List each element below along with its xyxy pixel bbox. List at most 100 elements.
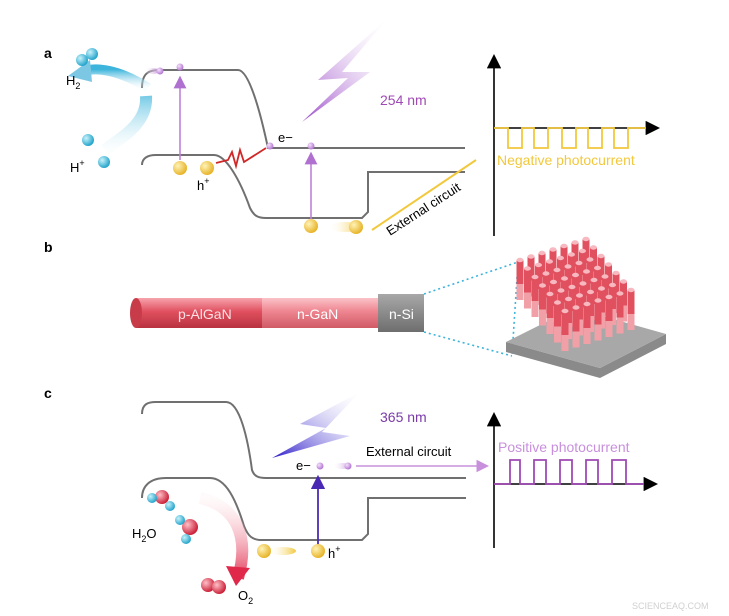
nanowire-rod-cap (572, 272, 579, 278)
nanowire-rod-base (516, 284, 524, 300)
nanowire-rod-cap (587, 289, 594, 295)
electron (156, 67, 164, 75)
nanowire-rod (516, 260, 524, 284)
nanowire-rod-cap (583, 269, 590, 274)
water-molecule-hydrogen (175, 515, 185, 525)
p-algan-segment (136, 298, 262, 328)
negative-photocurrent-label: Negative photocurrent (497, 152, 635, 168)
n-gan-segment (262, 298, 378, 328)
nanowire-rod-cap (594, 265, 601, 271)
nanowire-rod-cap (576, 293, 583, 298)
nanowire-rod-base (605, 321, 613, 337)
nanowire-rod-base (561, 335, 569, 351)
nanowire-rod-cap (568, 252, 575, 257)
o2-molecule-atom (212, 580, 226, 594)
panel-label-b: b (44, 239, 53, 255)
nanowire-rod-cap (535, 262, 542, 268)
water-molecule-oxygen (155, 490, 169, 504)
nanowire-rod-base (539, 309, 546, 326)
nanowire-rod-cap (561, 276, 568, 281)
nanowire-rod-cap (582, 236, 590, 242)
nanowire-rod-cap (627, 287, 635, 293)
water-molecule-hydrogen (165, 501, 175, 511)
nanowire-rod-cap (579, 281, 587, 286)
panel-b: b p-AlGaN n-GaN n-Si (44, 236, 666, 378)
nanowire-rod (605, 297, 613, 321)
nanowire-rod-cap (565, 296, 572, 302)
hole-label-c: h+ (328, 544, 341, 561)
electron (316, 462, 324, 470)
nanowire-rod (583, 304, 591, 328)
nanowire-rod-base (524, 292, 531, 309)
nanowire-rod-base (531, 301, 539, 317)
negative-photocurrent-trace (494, 127, 646, 149)
nanowire-rod-cap (590, 277, 598, 283)
uv-light-bolt-icon (302, 18, 388, 122)
electron-trail (144, 68, 160, 74)
nanowire-rod (524, 268, 531, 293)
nanowire-rod-cap (609, 282, 616, 288)
nanowire-rod-base (583, 328, 591, 344)
nanowire-rod-cap (554, 300, 561, 305)
nanowire-rod-cap (579, 248, 586, 254)
nanowire-rod-cap (557, 288, 565, 293)
positive-photocurrent-trace (494, 459, 644, 485)
p-algan-label: p-AlGaN (178, 306, 232, 322)
h2-molecule-atom (76, 54, 88, 66)
hole (257, 544, 271, 558)
n-si-substrate (378, 294, 424, 332)
nanowire-rod-cap (605, 294, 613, 300)
nanowire-rod-cap (601, 274, 609, 279)
nanowire-rod-cap (553, 267, 561, 273)
nanowire-rod (554, 302, 561, 327)
nanowire-rod (616, 293, 624, 318)
electron-label-a: e− (278, 130, 293, 145)
conduction-band-c (141, 401, 466, 479)
h2-arrow-head (68, 60, 92, 82)
nanowire-rod-cap (542, 271, 550, 276)
o2-arrow-head (226, 566, 250, 586)
nanowire-rod (594, 300, 602, 325)
nanowire-rod-cap (568, 284, 576, 290)
external-circuit-label-a: External circuit (383, 179, 463, 238)
nanowire-rod-cap (549, 247, 557, 252)
nanowire-rod-cap (590, 245, 597, 250)
nanowire-rod-cap (560, 243, 568, 249)
wavelength-c: 365 nm (380, 409, 427, 425)
nanowire-rod-cap (561, 308, 569, 314)
uv-light-bolt-icon (272, 392, 360, 458)
hole (304, 219, 318, 233)
panel-label-c: c (44, 385, 52, 401)
nanowire-rod-cap (539, 283, 546, 288)
nanowire-rod-base (554, 326, 561, 343)
electron (307, 142, 315, 150)
hole (200, 161, 214, 175)
h2-evolution-arrow (79, 64, 151, 93)
electron (266, 142, 274, 150)
nanowire-rod-cap (527, 254, 535, 259)
nanowire-rod-base (627, 314, 635, 330)
nanowire-rod-cap (594, 298, 602, 303)
electron (344, 462, 352, 470)
conduction-band-a (141, 69, 465, 149)
nanowire-rod-cap (546, 291, 554, 297)
nanowire-rod (627, 290, 635, 314)
nanowire-rod-cap (538, 250, 546, 256)
h2-molecule-atom (86, 48, 98, 60)
valence-band-a (141, 154, 465, 219)
water-label: H2O (132, 526, 157, 544)
nanowire-rod-cap (586, 257, 594, 262)
nanowire-rod-cap (572, 305, 580, 310)
valence-band-c (141, 477, 466, 541)
nanowire-rod-cap (550, 279, 557, 285)
water-oxidation-arrow (198, 492, 249, 580)
nanowire-rod-cap (516, 257, 524, 263)
nanowire-rod-base (546, 318, 554, 334)
water-molecule-oxygen (182, 519, 198, 535)
panel-c: c 365 nm External circuit e− h+ H2O (44, 385, 658, 606)
nanowire-rod-cap (557, 255, 564, 261)
hole (311, 544, 325, 558)
panel-label-a: a (44, 45, 52, 61)
nanowire-rod-cap (571, 240, 579, 245)
h2-label: H2 (66, 73, 80, 91)
